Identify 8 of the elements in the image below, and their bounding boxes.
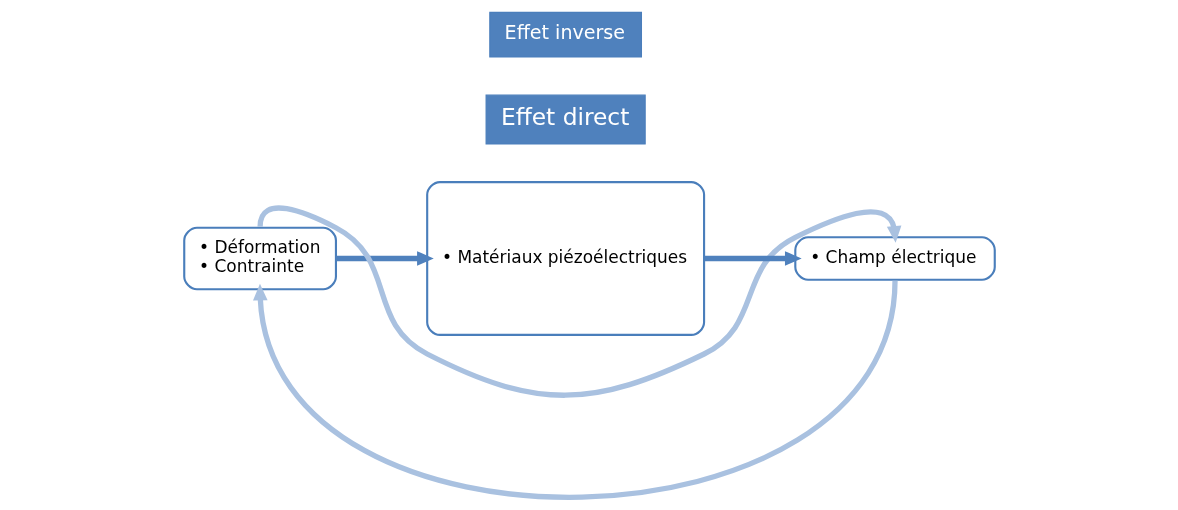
node-box: • Déformation • Contrainte xyxy=(182,226,337,291)
arrow xyxy=(335,251,434,266)
node-box: Effet inverse xyxy=(488,11,642,58)
node-box: • Champ électrique xyxy=(793,236,996,281)
arrow xyxy=(252,280,898,500)
arrow xyxy=(704,251,802,266)
node-box: Effet direct xyxy=(485,94,646,145)
node-box: • Matériaux piézoélectriques xyxy=(425,181,705,336)
